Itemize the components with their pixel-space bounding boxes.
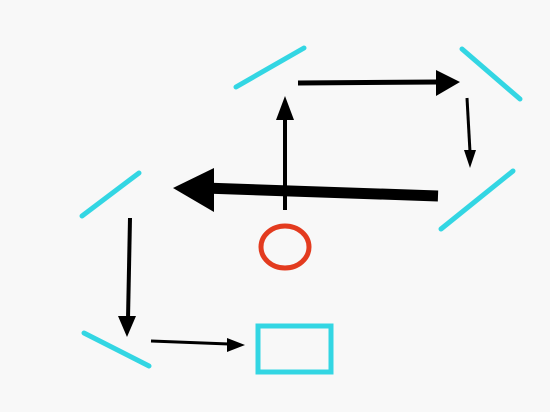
arrow-top-right: [297, 79, 439, 86]
arrow-to-detector-head: [227, 338, 245, 352]
mirror-right-bottom: [438, 168, 516, 232]
arrow-right-left: [203, 182, 439, 202]
mirror-left-bottom: [81, 330, 152, 369]
arrow-left-down: [126, 217, 132, 320]
arrow-right-down: [465, 97, 472, 153]
mirror-left-top: [79, 170, 142, 219]
arrow-left-down-head: [118, 316, 136, 337]
arrow-top-right-head: [436, 70, 460, 96]
mirror-right-top: [459, 46, 523, 102]
detector-box: [255, 323, 334, 375]
arrow-source-up-head: [276, 96, 294, 120]
source-circle: [258, 223, 312, 271]
arrow-to-detector: [150, 339, 230, 346]
arrow-right-left-head: [173, 168, 214, 212]
mirror-top: [233, 45, 307, 90]
arrow-right-down-head: [464, 150, 476, 168]
